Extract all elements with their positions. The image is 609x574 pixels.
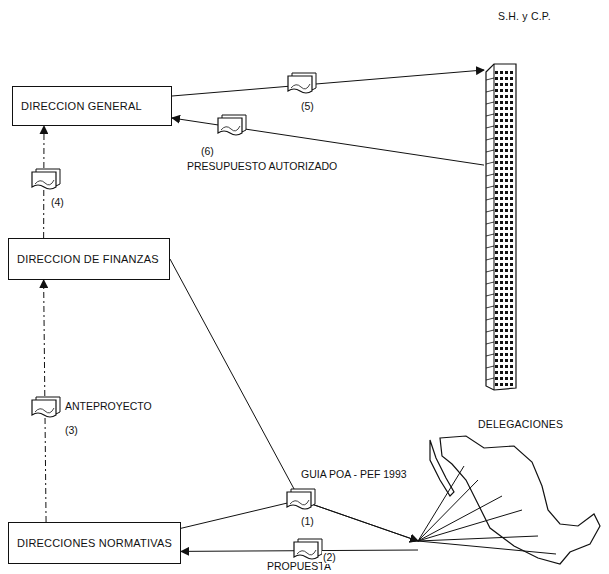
process-box: DIRECCION GENERAL [12, 86, 172, 126]
callout-number: (1) [300, 515, 315, 528]
flow-arrow [170, 259, 418, 541]
flow-arrow [172, 70, 484, 96]
callout-number: (2) [322, 551, 337, 564]
callout-number: (6) [200, 145, 215, 158]
node-label: S.H. y C.P. [498, 10, 551, 22]
process-box: DIRECCION DE FINANZAS [8, 238, 170, 280]
node-label: DELEGACIONES [478, 418, 563, 430]
edge-label: (5) [300, 100, 315, 113]
building-node: S.H. y C.P. [484, 10, 564, 392]
map-illustration [418, 418, 604, 568]
callout-number: (3) [64, 424, 79, 437]
box-label: DIRECCION DE FINANZAS [17, 253, 159, 265]
building-illustration [484, 10, 564, 392]
edge-label: ANTEPROYECTO [64, 400, 153, 413]
process-box: DIRECCIONES NORMATIVAS [8, 522, 181, 564]
document-icon [218, 115, 246, 135]
edge-label: GUIA POA - PEF 1993 [300, 468, 408, 481]
map-region: DELEGACIONES [418, 418, 604, 568]
edge-label: PRESUPUESTO AUTORIZADO [186, 160, 338, 173]
document-icon [294, 539, 322, 559]
document-icon [288, 73, 316, 93]
document-icon [32, 169, 60, 189]
box-label: DIRECCION GENERAL [21, 100, 142, 112]
edge-label: (4) [50, 196, 65, 209]
document-icon [287, 489, 315, 509]
box-label: DIRECCIONES NORMATIVAS [17, 537, 172, 549]
document-icon [32, 397, 60, 417]
